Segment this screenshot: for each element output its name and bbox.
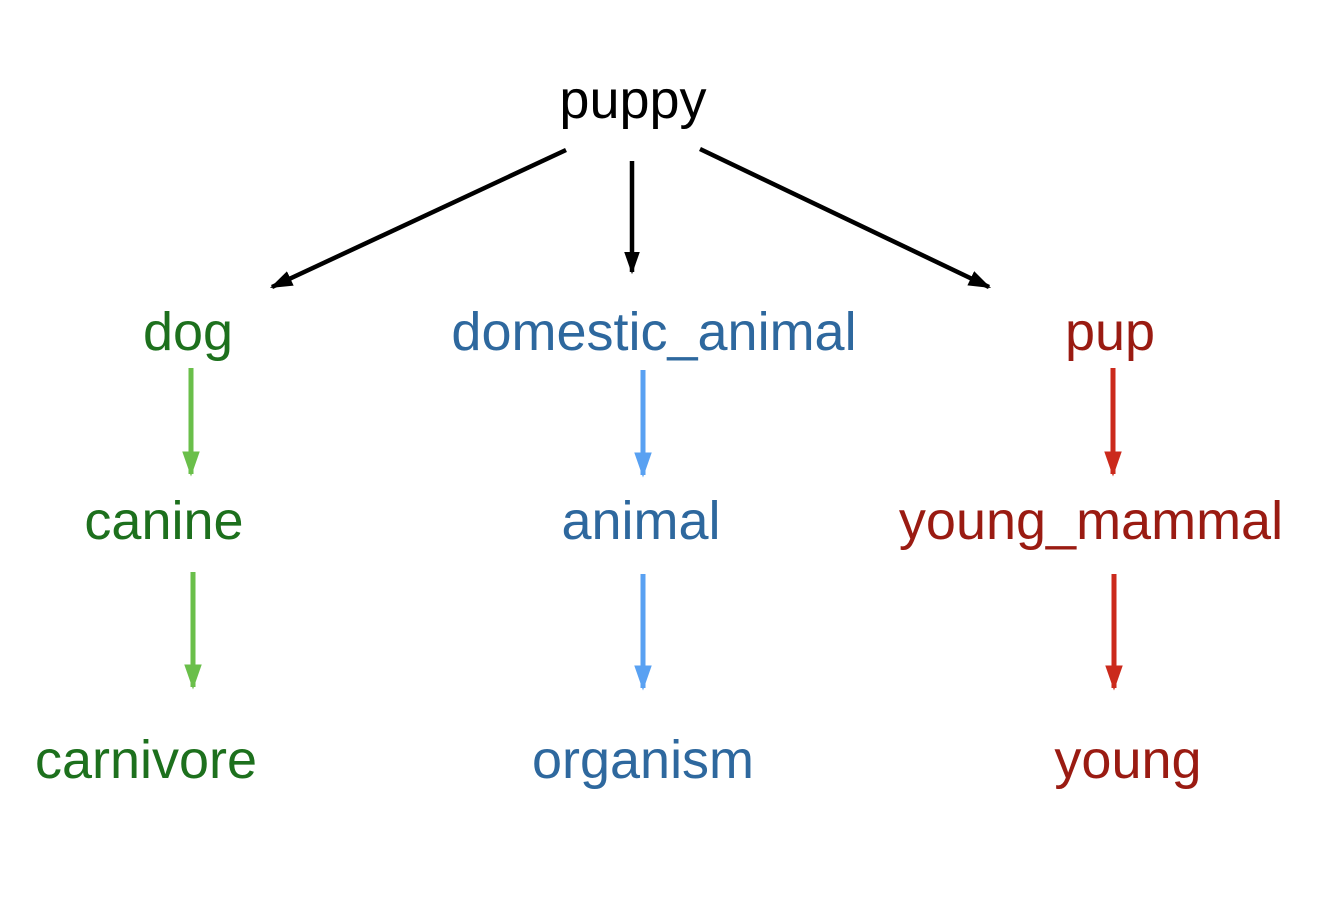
edge-puppy-to-dog-arrow [269,147,567,290]
node-puppy: puppy [559,70,707,130]
node-canine: canine [84,491,244,551]
node-young-mammal: young_mammal [898,491,1284,551]
node-carnivore: carnivore [34,730,258,790]
node-animal: animal [561,491,721,551]
node-young: young [1054,730,1202,790]
node-domestic-animal: domestic_animal [451,302,857,362]
node-organism: organism [531,730,755,790]
node-dog: dog [142,302,234,362]
node-pup: pup [1064,302,1156,362]
edge-puppy-to-pup-arrow [699,146,992,290]
